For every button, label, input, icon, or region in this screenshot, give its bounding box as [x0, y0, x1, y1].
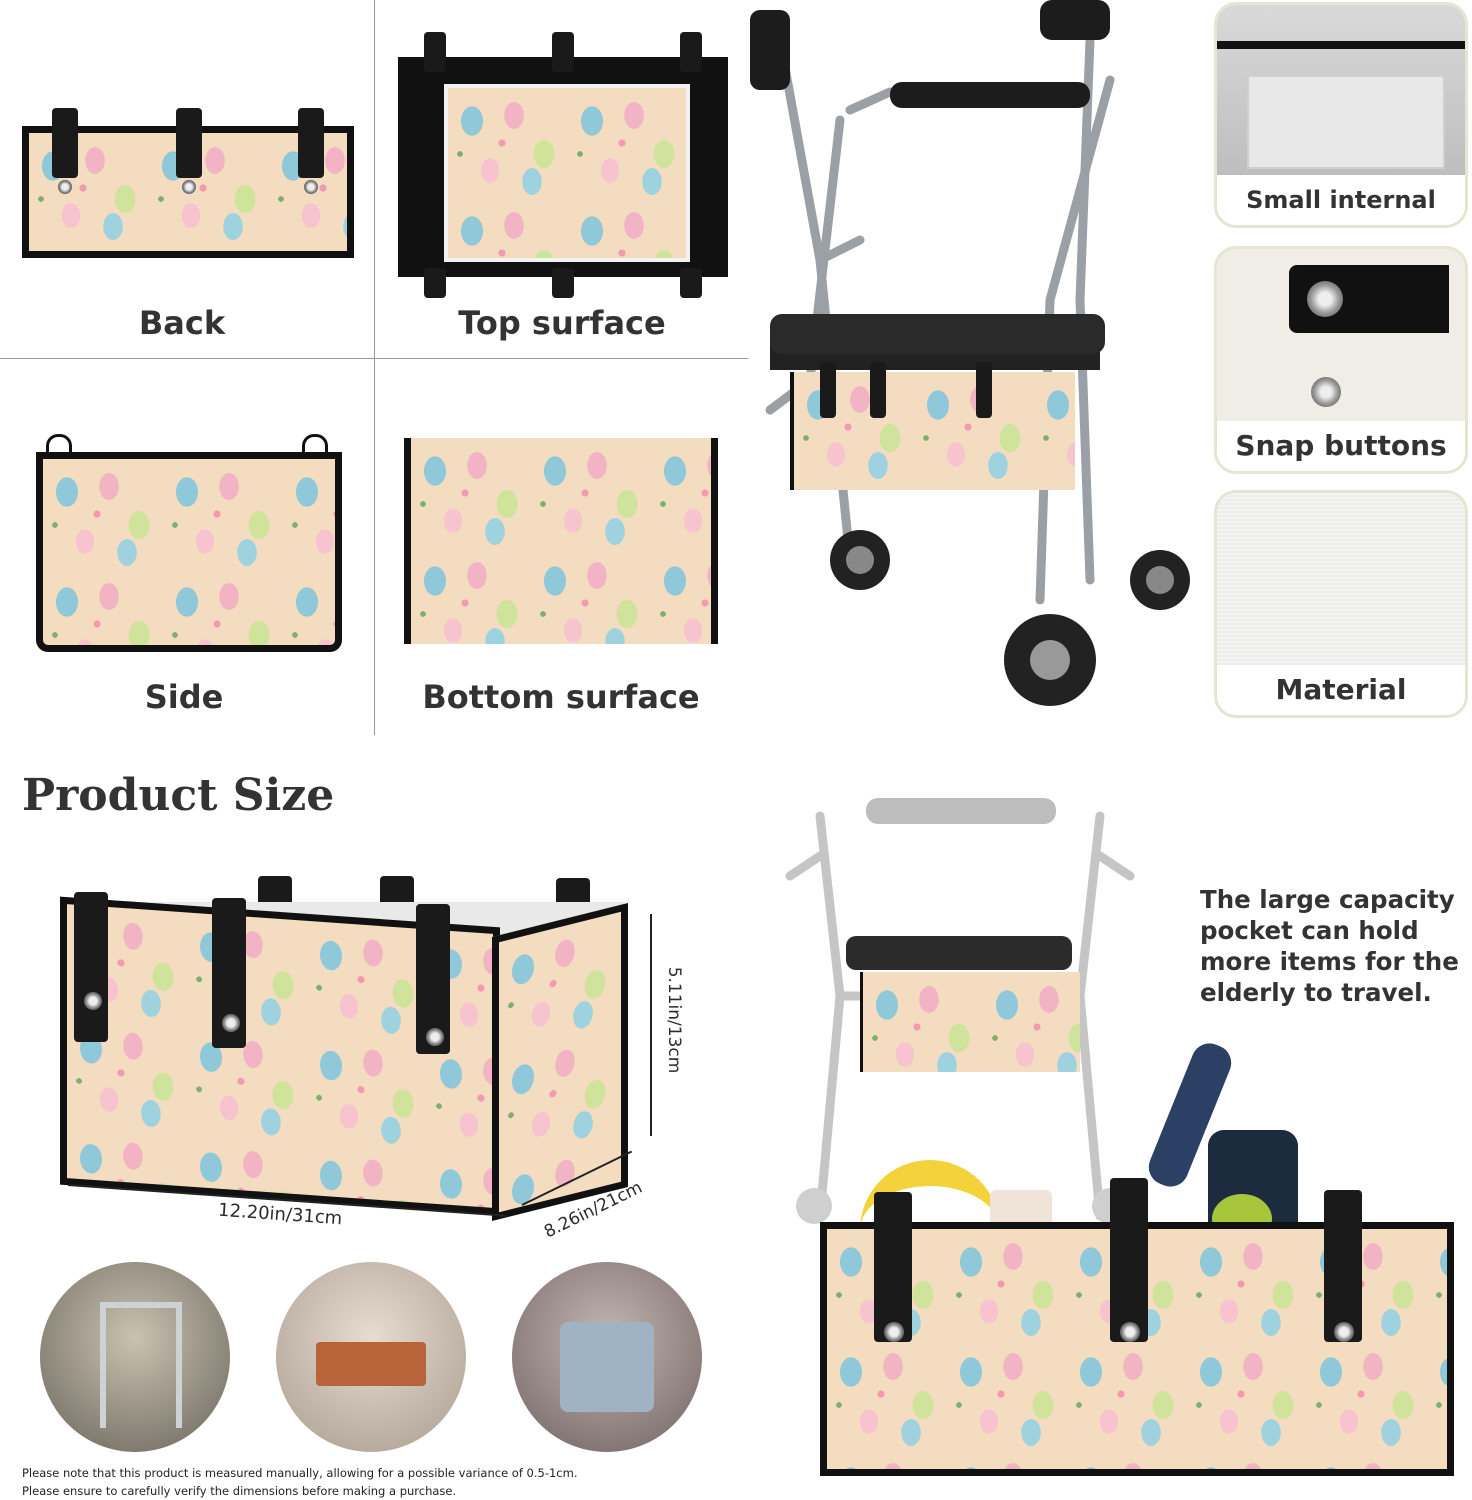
gray-walker-bag [860, 972, 1080, 1072]
note-line-1: Please note that this product is measure… [22, 1466, 578, 1480]
bottom-print [404, 438, 718, 644]
side-print [36, 452, 342, 652]
note-line-2: Please ensure to carefully verify the di… [22, 1484, 457, 1498]
snap-button-icon [1307, 281, 1343, 317]
snap-button [426, 1028, 444, 1046]
top-print [444, 84, 690, 262]
walker-frame-illustration [750, 0, 1190, 706]
strap [552, 268, 574, 298]
walker-bag [790, 372, 1075, 490]
strap [552, 32, 574, 72]
strap [1324, 1190, 1362, 1342]
material-caption: Material [1217, 665, 1465, 715]
hook-icon [302, 434, 328, 457]
strap [870, 362, 886, 418]
side-label: Side [144, 678, 224, 716]
strap [74, 892, 108, 1042]
strap [874, 1192, 912, 1342]
strap [52, 108, 78, 178]
snap-button [222, 1014, 240, 1032]
snaps-caption: Snap buttons [1217, 421, 1465, 471]
bottom-surface-label: Bottom surface [422, 678, 700, 716]
fabric-closeup [1217, 493, 1465, 671]
snap-button [84, 992, 102, 1010]
full-bag [820, 1178, 1454, 1476]
usage-photo-3 [512, 1262, 702, 1452]
bag-side [492, 903, 628, 1221]
strap [424, 32, 446, 72]
snap-button [58, 180, 72, 194]
strap [680, 268, 702, 298]
top-surface-label: Top surface [458, 304, 666, 342]
height-label: 5.11in/13cm [664, 966, 684, 1074]
back-label: Back [138, 304, 226, 342]
side-panel [36, 434, 342, 652]
usage-photo-1 [40, 1262, 230, 1452]
product-size-title: Product Size [22, 770, 335, 821]
snap-button [304, 180, 318, 194]
feature-card-pockets: Small internal pockets [1214, 2, 1468, 228]
strap [1110, 1178, 1148, 1342]
pocket-illustration [1217, 5, 1465, 181]
snap-closeup [1217, 249, 1465, 427]
divider-horizontal [0, 358, 748, 359]
gray-walker [780, 796, 1160, 1236]
feature-card-material: Material [1214, 490, 1468, 718]
height-line [650, 914, 652, 1136]
back-panel [22, 108, 354, 258]
snap-button [182, 180, 196, 194]
strap [176, 108, 202, 178]
capacity-text: The large capacity pocket can hold more … [1200, 885, 1459, 1007]
hook-icon [46, 434, 72, 457]
usage-photo-2 [276, 1262, 466, 1452]
snap-button [884, 1322, 904, 1342]
snap-button-icon [1311, 377, 1341, 407]
divider-vertical [374, 0, 375, 735]
pockets-caption: Small internal pockets [1217, 175, 1465, 225]
feature-card-snaps: Snap buttons [1214, 246, 1468, 474]
dimension-bag [60, 876, 640, 1221]
walker-photo [750, 0, 1200, 735]
strap [680, 32, 702, 72]
snap-button [1120, 1322, 1140, 1342]
strap [298, 108, 324, 178]
strap [976, 362, 992, 418]
snap-button [1334, 1322, 1354, 1342]
strap [820, 362, 836, 418]
strap [424, 268, 446, 298]
top-panel [398, 32, 728, 298]
